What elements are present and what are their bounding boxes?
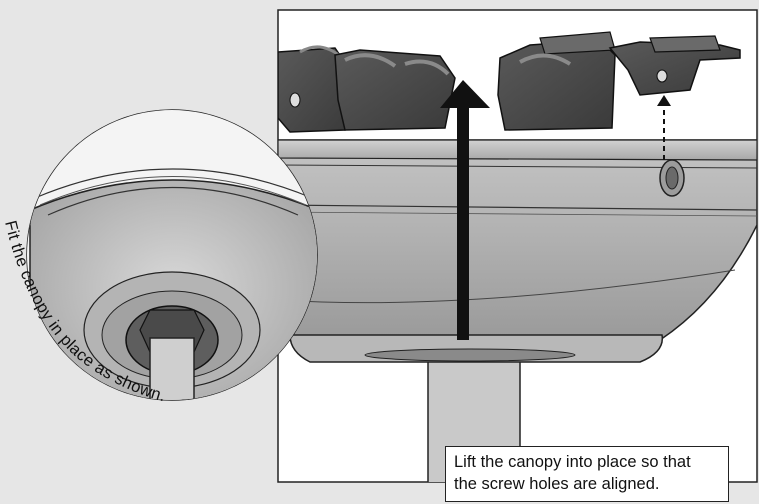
caption-line-2: the screw holes are aligned. bbox=[454, 475, 660, 493]
main-illustration-frame bbox=[277, 9, 758, 483]
mounting-bracket-center-right bbox=[497, 31, 616, 131]
lift-arrow-icon bbox=[440, 80, 490, 340]
canopy-bowl bbox=[278, 139, 757, 341]
screw-hole-icon bbox=[659, 159, 685, 197]
mounting-bracket-center-left bbox=[334, 49, 456, 131]
instruction-caption: Lift the canopy into place so that the s… bbox=[445, 446, 729, 502]
mounting-bracket-right bbox=[608, 35, 741, 96]
detail-downrod bbox=[149, 337, 195, 400]
alignment-arrow-icon bbox=[657, 95, 671, 160]
caption-line-1: Lift the canopy into place so that bbox=[454, 453, 691, 471]
canopy-detail-callout bbox=[26, 109, 318, 401]
